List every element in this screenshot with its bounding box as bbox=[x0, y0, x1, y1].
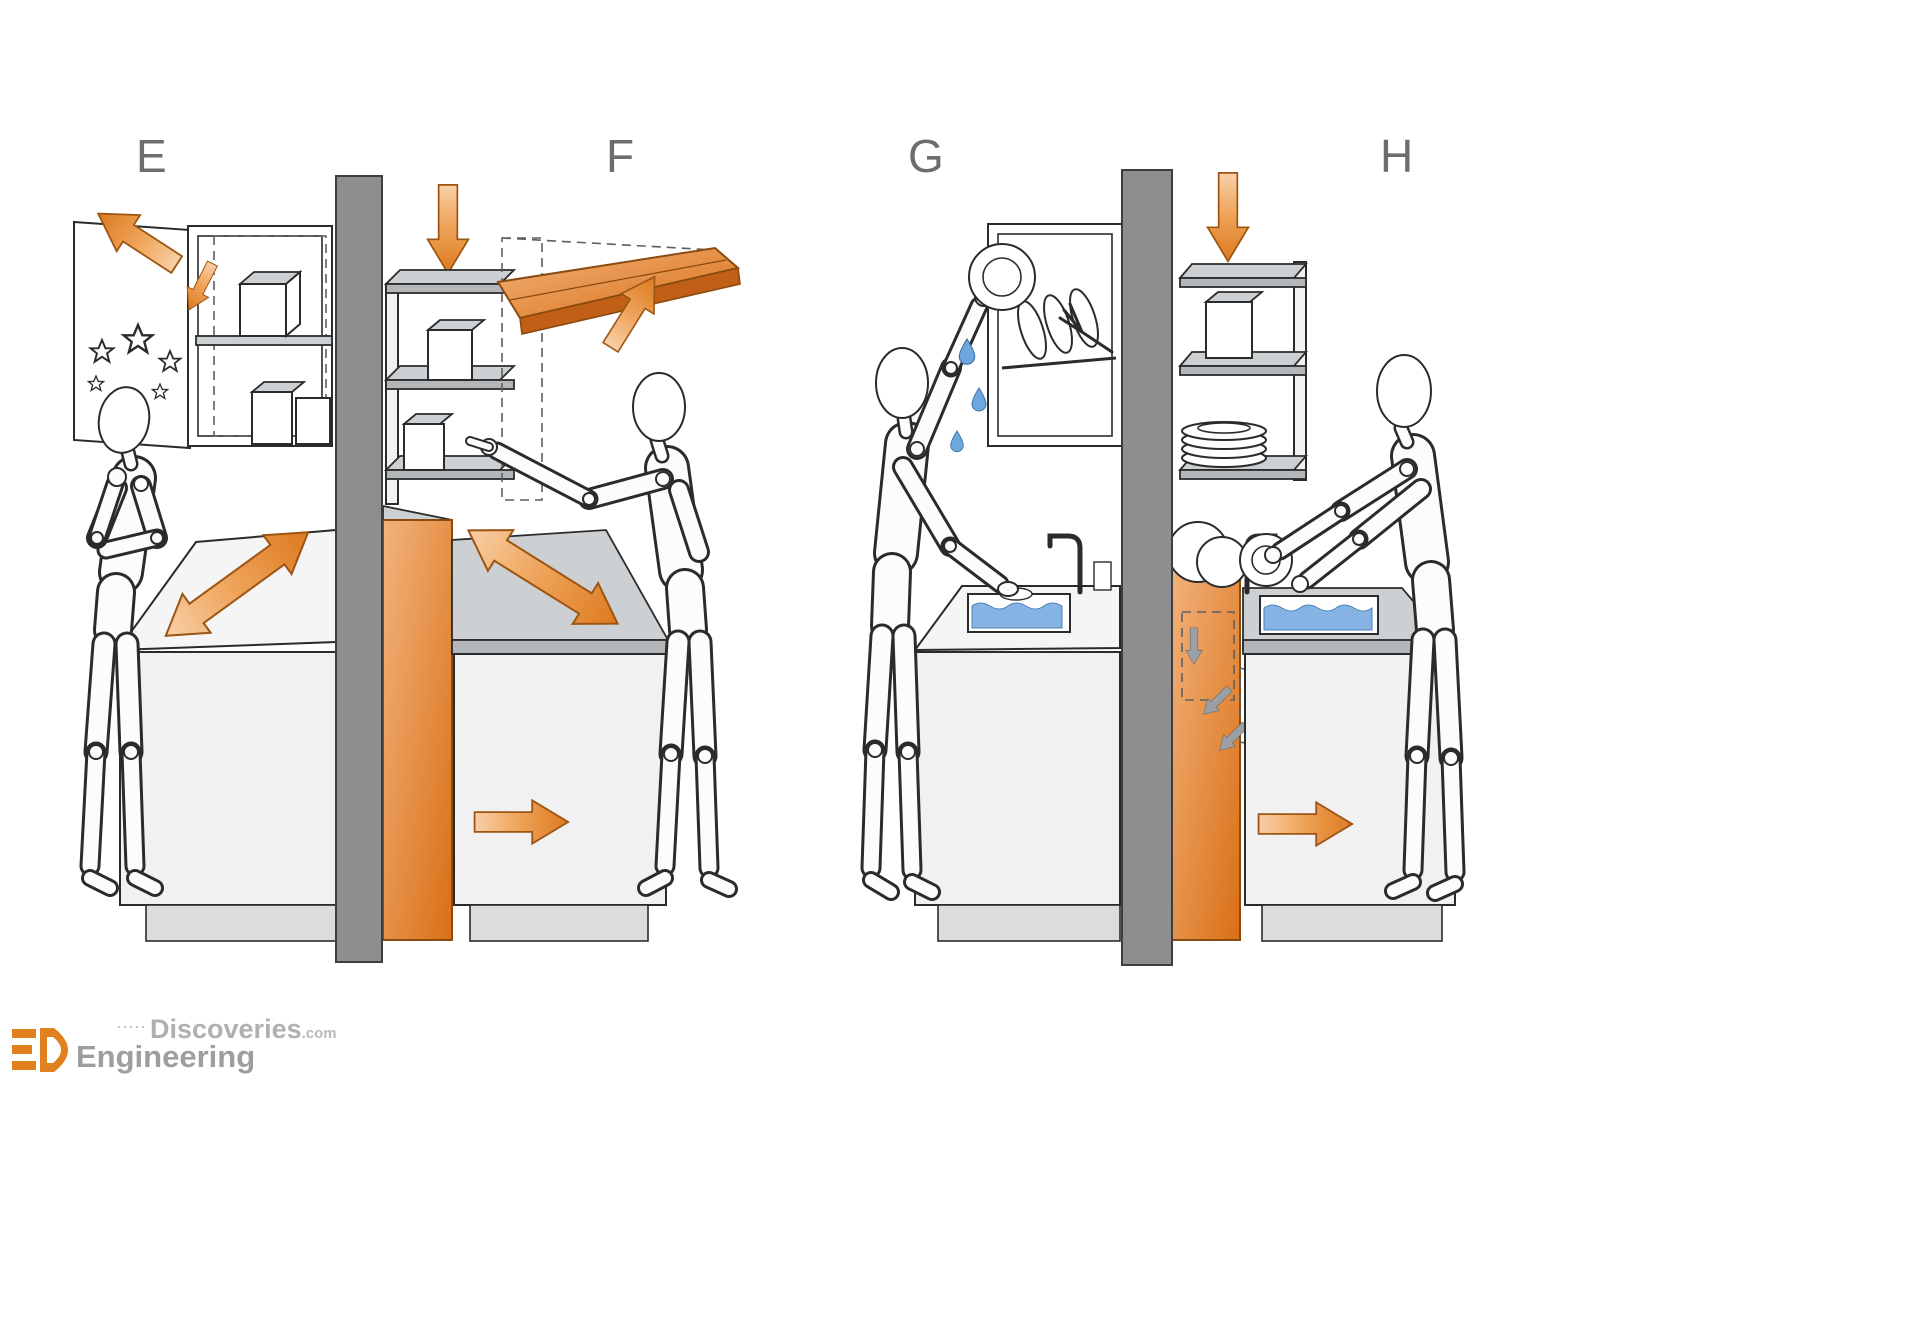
separating-wall-left bbox=[335, 175, 383, 963]
raised-plate-rim bbox=[982, 257, 1022, 297]
storage-box bbox=[401, 413, 455, 471]
hand bbox=[997, 581, 1019, 597]
sink-water bbox=[1263, 604, 1373, 631]
mannequin-figure-h bbox=[1264, 354, 1466, 902]
panel-e bbox=[73, 194, 337, 942]
sink bbox=[1259, 595, 1379, 635]
panel-label-e: E bbox=[136, 130, 167, 182]
head bbox=[632, 372, 686, 442]
door-dashed-line bbox=[501, 237, 715, 251]
head bbox=[1376, 354, 1432, 428]
raised-plate bbox=[968, 243, 1036, 311]
panel-h bbox=[1167, 172, 1466, 942]
head bbox=[875, 347, 929, 419]
open-shelf-unit bbox=[383, 269, 517, 505]
storage-box bbox=[237, 269, 303, 339]
base-cabinet bbox=[453, 653, 667, 906]
panel-g bbox=[860, 223, 1123, 942]
brand-logo-icon bbox=[12, 1028, 68, 1072]
glass bbox=[1093, 561, 1112, 591]
open-shelf-unit bbox=[1178, 261, 1308, 481]
down-arrow-icon bbox=[426, 184, 470, 275]
cabinet-shelf bbox=[195, 335, 333, 346]
sink bbox=[967, 593, 1071, 633]
fork-icon bbox=[1058, 302, 1114, 354]
separating-wall-right bbox=[1121, 169, 1173, 966]
plate bbox=[1043, 294, 1073, 354]
mannequin-figure-e bbox=[79, 386, 168, 897]
mannequin-figure-g bbox=[860, 287, 1019, 901]
down-arrow-icon bbox=[1206, 172, 1250, 263]
panel-f bbox=[382, 184, 741, 942]
counter-edge bbox=[451, 639, 669, 655]
panel-label-g: G bbox=[908, 130, 944, 182]
sink-water bbox=[971, 602, 1063, 629]
cabinet-plinth bbox=[469, 904, 649, 942]
hand bbox=[1291, 575, 1309, 593]
faucet bbox=[1047, 533, 1083, 595]
panel-label-h: H bbox=[1380, 130, 1413, 182]
cabinet-plinth bbox=[145, 904, 337, 942]
storage-box bbox=[425, 319, 487, 381]
storage-box bbox=[1203, 291, 1265, 359]
panel-label-f: F bbox=[606, 130, 634, 182]
hand bbox=[1264, 546, 1282, 564]
cabinet-plinth bbox=[1261, 904, 1443, 942]
plate-stack bbox=[1181, 421, 1267, 468]
watermark: Discoveries.com Engineering bbox=[12, 1014, 337, 1074]
water-drop-icon bbox=[971, 387, 987, 412]
mannequin-figure-f bbox=[465, 372, 738, 898]
dish-rack-cabinet bbox=[987, 223, 1123, 447]
head bbox=[97, 386, 151, 454]
base-cabinet bbox=[914, 651, 1121, 906]
base-cabinet bbox=[119, 651, 337, 906]
storage-box bbox=[249, 381, 331, 445]
cabinet-plinth bbox=[937, 904, 1121, 942]
watermark-brand-top: Discoveries.com bbox=[150, 1014, 337, 1044]
door-closed-dashed bbox=[501, 237, 543, 501]
hand bbox=[107, 467, 127, 487]
water-drop-icon bbox=[950, 430, 964, 453]
watermark-brand-bottom: Engineering bbox=[76, 1039, 255, 1074]
adjustable-column bbox=[382, 519, 453, 941]
